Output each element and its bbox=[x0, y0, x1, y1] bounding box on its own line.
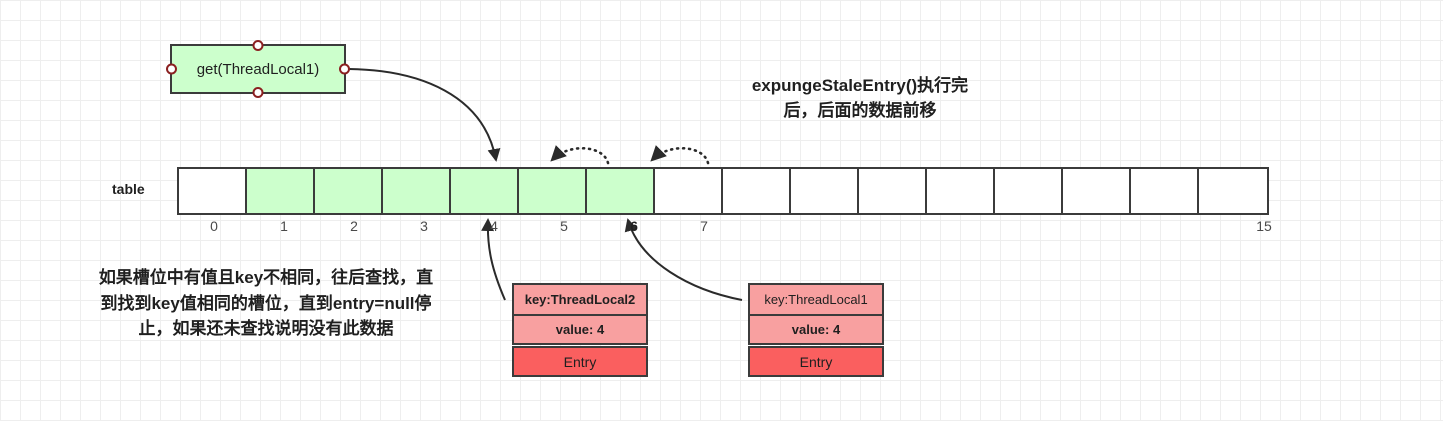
table-slot-5[interactable] bbox=[519, 169, 587, 213]
table-slot-11[interactable] bbox=[927, 169, 995, 213]
table-index-label-15: 15 bbox=[1256, 218, 1272, 234]
entry-footer-row: Entry bbox=[748, 346, 884, 377]
lookup-note-line2: 到找到key值相同的槽位，直到entry=null停 bbox=[100, 293, 432, 313]
table-slot-1[interactable] bbox=[247, 169, 315, 213]
arrow-shift-7-to-6 bbox=[650, 145, 710, 165]
table-slot-3[interactable] bbox=[383, 169, 451, 213]
table-index-label-4: 4 bbox=[490, 218, 498, 234]
table-index-label-0: 0 bbox=[210, 218, 218, 234]
connection-handle-bottom-icon[interactable] bbox=[252, 87, 264, 98]
table-slot-14[interactable] bbox=[1131, 169, 1199, 213]
diagram-title: expungeStaleEntry()执行完 后，后面的数据前移 bbox=[700, 74, 1020, 123]
entry-value-row: value: 4 bbox=[748, 314, 884, 345]
table-array bbox=[177, 167, 1269, 215]
table-slot-13[interactable] bbox=[1063, 169, 1131, 213]
arrow-get-to-slot4 bbox=[348, 68, 501, 162]
table-slot-2[interactable] bbox=[315, 169, 383, 213]
entry-footer-row: Entry bbox=[512, 346, 648, 377]
lookup-note-line3: 止，如果还未查找说明没有此数据 bbox=[138, 319, 394, 338]
table-slot-7[interactable] bbox=[655, 169, 723, 213]
table-index-label-5: 5 bbox=[560, 218, 568, 234]
table-index-label-3: 3 bbox=[420, 218, 428, 234]
table-slot-8[interactable] bbox=[723, 169, 791, 213]
diagram-title-line2: 后，后面的数据前移 bbox=[783, 100, 937, 120]
entry-value-row: value: 4 bbox=[512, 314, 648, 345]
connection-handle-left-icon[interactable] bbox=[166, 63, 177, 75]
get-threadlocal-node[interactable]: get(ThreadLocal1) bbox=[166, 40, 350, 98]
connection-handle-right-icon[interactable] bbox=[339, 63, 350, 75]
table-slot-15[interactable] bbox=[1199, 169, 1267, 213]
table-index-label-1: 1 bbox=[280, 218, 288, 234]
entry-box-threadlocal2[interactable]: key:ThreadLocal2 value: 4 Entry bbox=[512, 283, 648, 377]
table-slot-0[interactable] bbox=[179, 169, 247, 213]
lookup-note-line1: 如果槽位中有值且key不相同，往后查找，直 bbox=[98, 268, 434, 287]
table-slot-9[interactable] bbox=[791, 169, 859, 213]
table-slot-12[interactable] bbox=[995, 169, 1063, 213]
arrow-shift-6-to-5 bbox=[550, 145, 610, 165]
table-slot-4[interactable] bbox=[451, 169, 519, 213]
lookup-note: 如果槽位中有值且key不相同，往后查找，直 到找到key值相同的槽位，直到ent… bbox=[40, 265, 492, 342]
table-label: table bbox=[112, 181, 145, 197]
table-index-label-6: 6 bbox=[630, 218, 638, 234]
table-index-label-2: 2 bbox=[350, 218, 358, 234]
entry-key-row: key:ThreadLocal1 bbox=[748, 283, 884, 314]
entry-key-row: key:ThreadLocal2 bbox=[512, 283, 648, 314]
table-slot-6[interactable] bbox=[587, 169, 655, 213]
table-slot-10[interactable] bbox=[859, 169, 927, 213]
table-index-label-7: 7 bbox=[700, 218, 708, 234]
get-threadlocal-label: get(ThreadLocal1) bbox=[196, 60, 320, 78]
diagram-title-line1: expungeStaleEntry()执行完 bbox=[751, 76, 969, 95]
entry-box-threadlocal1[interactable]: key:ThreadLocal1 value: 4 Entry bbox=[748, 283, 884, 377]
connection-handle-top-icon[interactable] bbox=[252, 40, 264, 51]
